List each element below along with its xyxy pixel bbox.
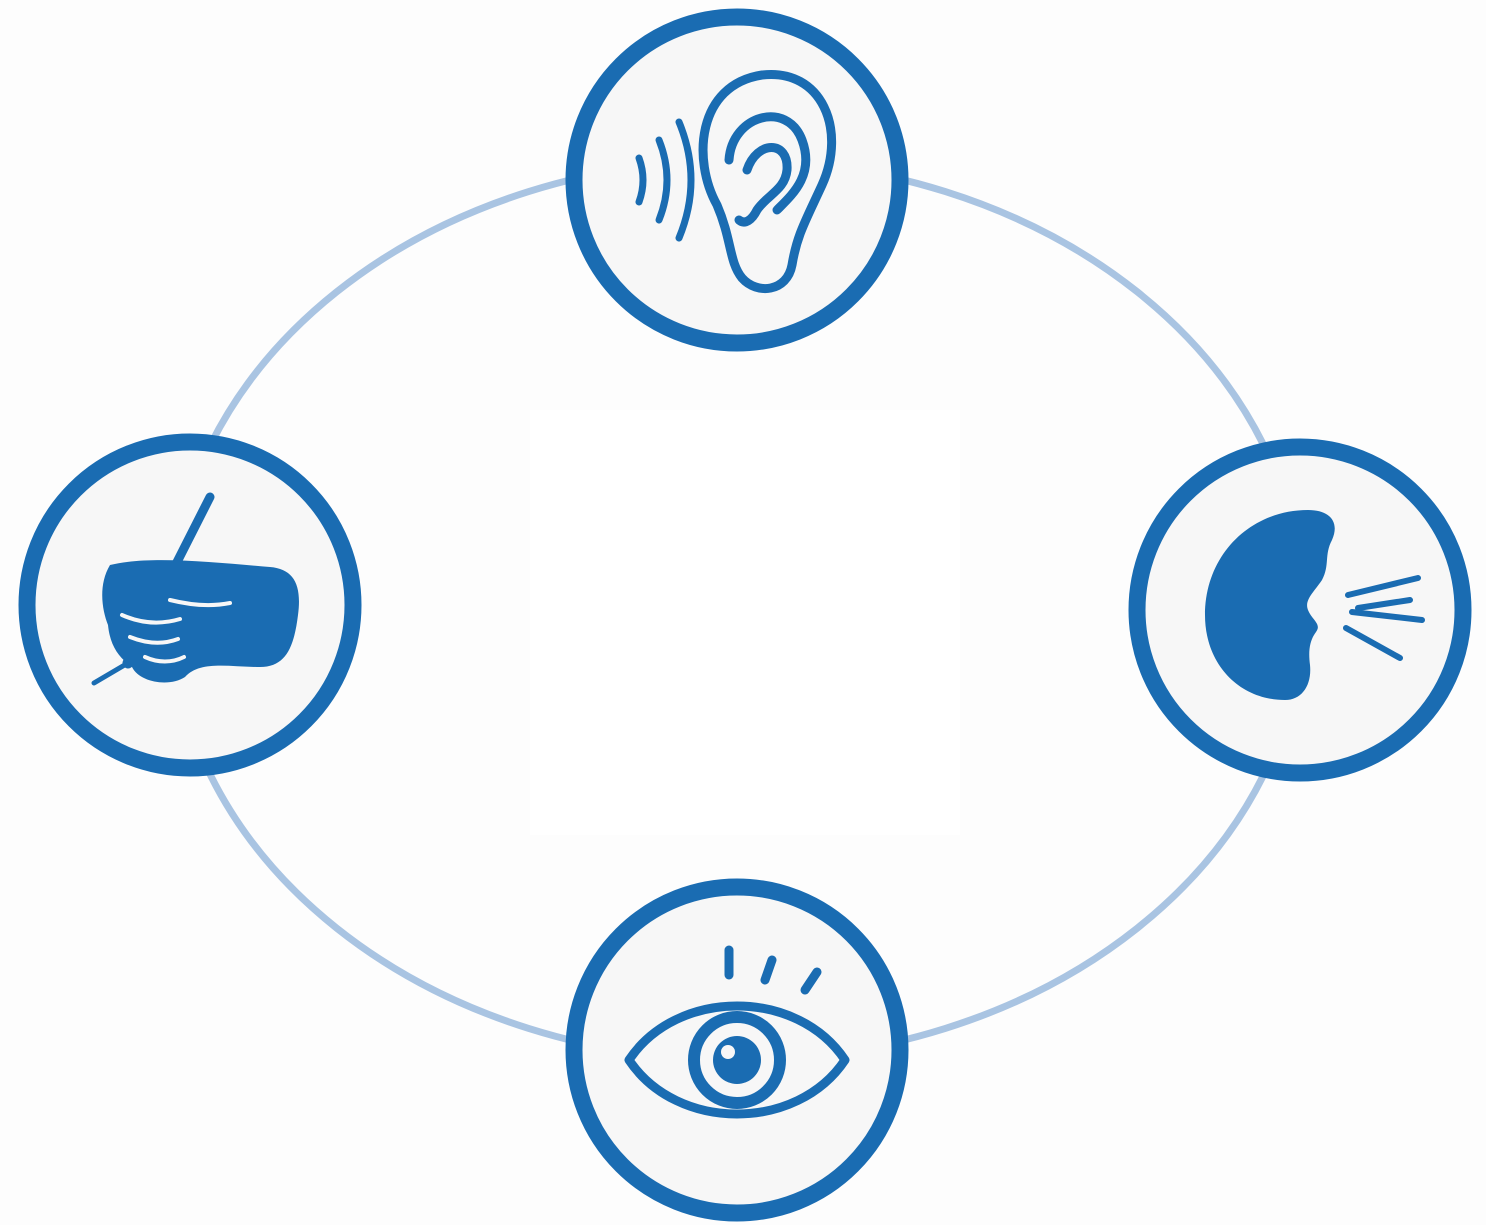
- hand-writing-with-pen-icon: [91, 492, 299, 686]
- writing-node: [18, 433, 362, 777]
- speaking-node: [1128, 438, 1472, 782]
- reading-node: [565, 878, 909, 1222]
- badge-circle: [565, 8, 909, 352]
- ear-with-sound-waves-icon: [635, 70, 837, 293]
- speaking-head-icon: [1205, 510, 1425, 700]
- listening-node: [565, 8, 909, 352]
- center-panel: [530, 410, 960, 835]
- eye-icon: [624, 945, 850, 1119]
